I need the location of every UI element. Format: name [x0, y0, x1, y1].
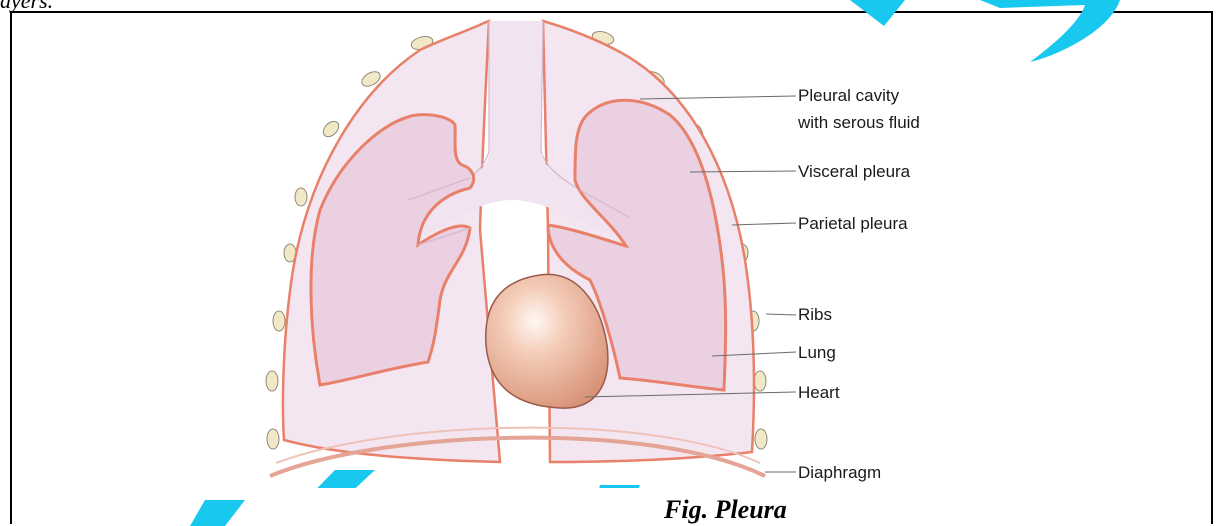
figure-caption: Fig. Pleura: [663, 495, 787, 524]
label-diaphragm: Diaphragm: [798, 463, 881, 482]
label-pleural-cavity-line2: with serous fluid: [797, 113, 920, 132]
label-lung: Lung: [798, 343, 836, 362]
label-parietal-pleura: Parietal pleura: [798, 214, 908, 233]
label-visceral-pleura: Visceral pleura: [798, 162, 911, 181]
label-pleural-cavity-line1: Pleural cavity: [798, 86, 900, 105]
label-ribs: Ribs: [798, 305, 832, 324]
label-heart: Heart: [798, 383, 840, 402]
